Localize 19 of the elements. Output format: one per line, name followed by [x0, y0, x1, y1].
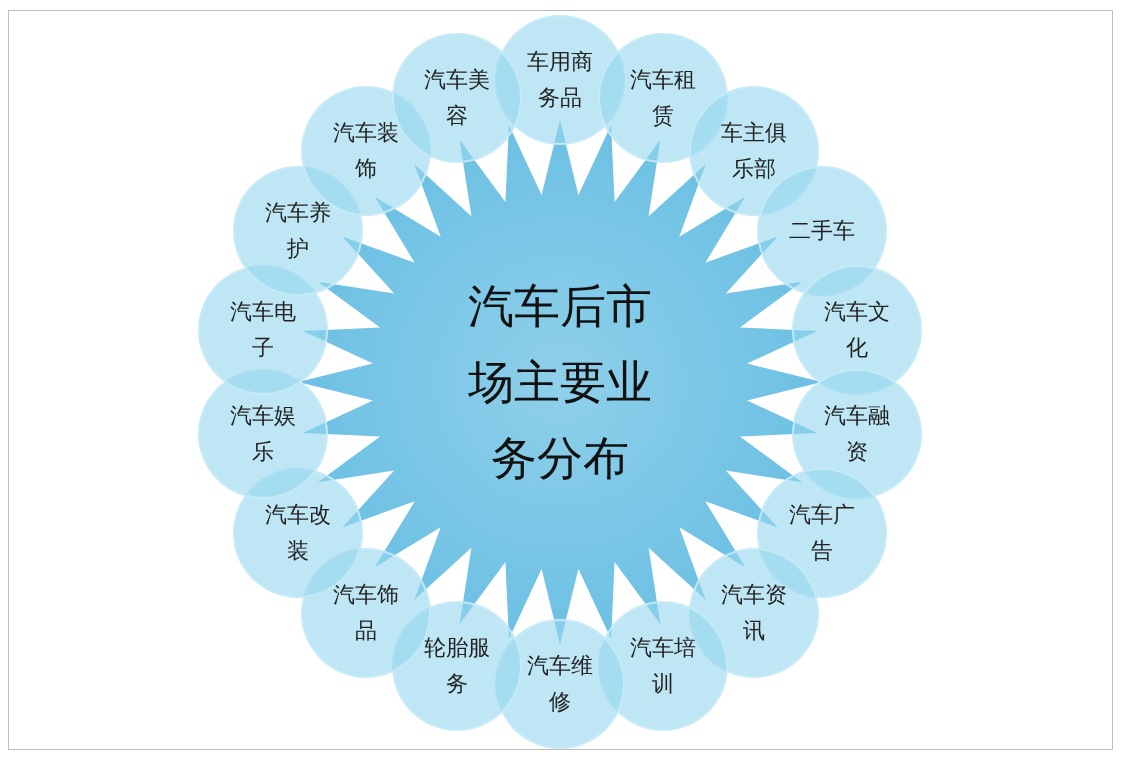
node-label: 汽车文化: [823, 297, 892, 362]
node-label: 汽车装饰: [331, 118, 400, 183]
node-label: 汽车广告: [787, 501, 856, 565]
node-label: 汽车培训: [629, 633, 698, 698]
node-label: 汽车改装: [264, 501, 333, 565]
node-label: 二手车: [787, 217, 856, 245]
node-label: 汽车租赁: [629, 66, 698, 131]
node-label: 车用商务品: [526, 48, 594, 112]
node-label: 汽车电子: [228, 297, 297, 362]
node-label: 汽车娱乐: [228, 402, 297, 467]
node-label: 汽车维修: [526, 652, 594, 716]
node-label: 汽车饰品: [331, 581, 400, 646]
node-label: 汽车美容: [422, 66, 491, 131]
center-title: 汽车后市场主要业务分布: [467, 278, 653, 487]
node-label: 汽车养护: [264, 199, 333, 263]
node-label: 车主俱乐部: [720, 118, 789, 183]
node-label: 轮胎服务: [422, 633, 491, 698]
node-label: 汽车融资: [823, 402, 892, 467]
node-label: 汽车资讯: [720, 581, 789, 646]
